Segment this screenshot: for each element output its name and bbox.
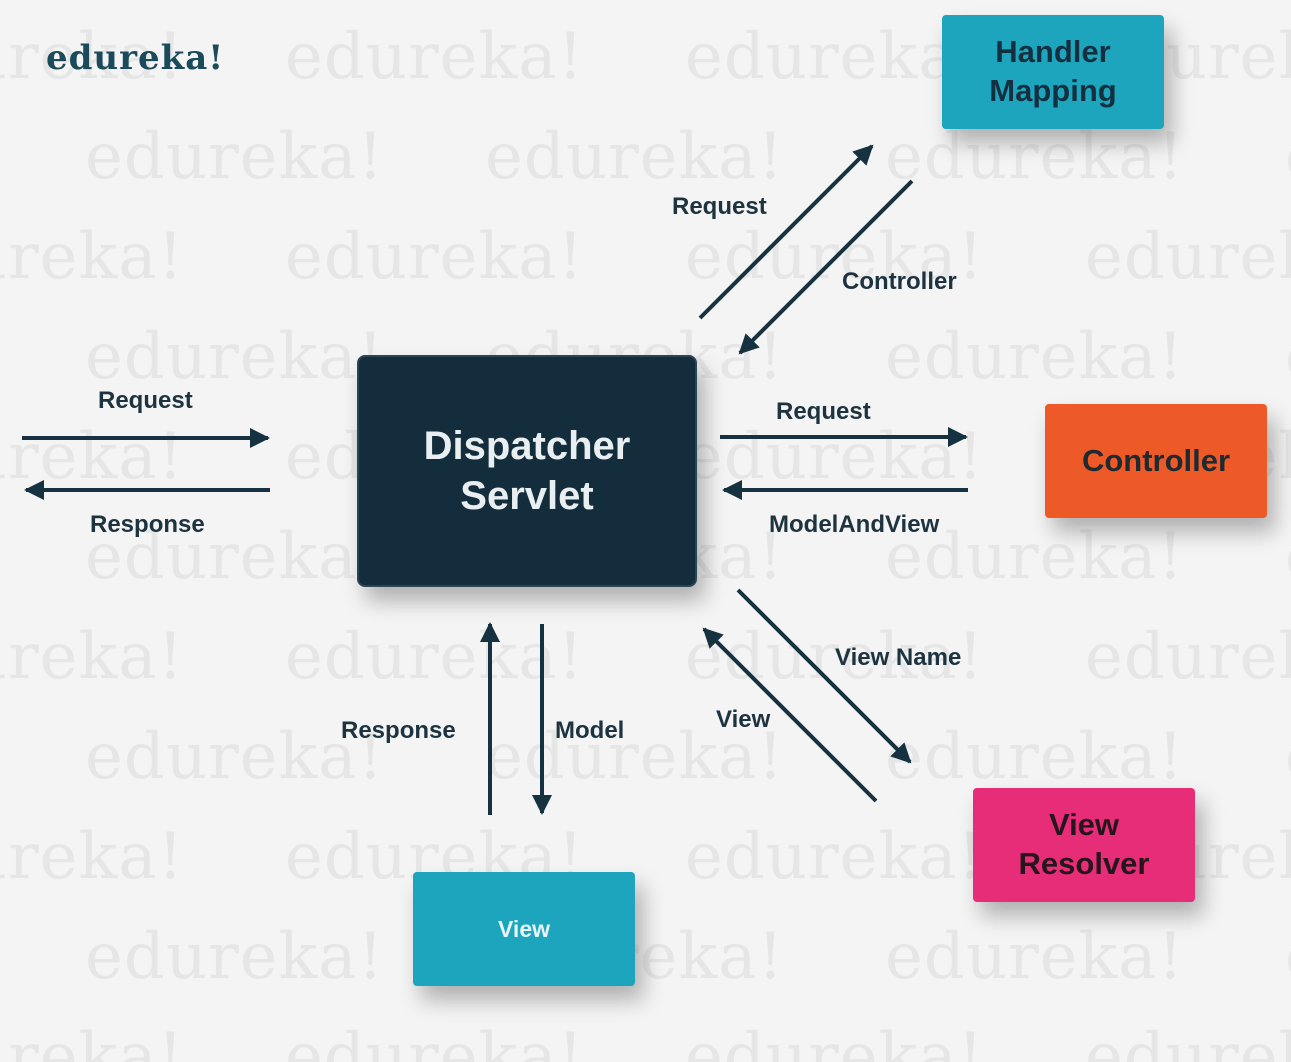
- resolver-view-label: View: [716, 706, 771, 733]
- controller-modelandview-label: ModelAndView: [769, 511, 940, 538]
- handler-mapping-node: Handler Mapping: [942, 15, 1164, 129]
- resolver-view-arrow: [702, 627, 878, 803]
- resolver-viewname-label: View Name: [835, 644, 962, 671]
- handler-request-arrow: [698, 144, 874, 320]
- controller-node: Controller: [1045, 404, 1267, 518]
- view-resolver-label: View Resolver: [1018, 807, 1150, 881]
- dispatcher-servlet-node: Dispatcher Servlet: [357, 355, 697, 587]
- view-label: View: [498, 915, 550, 942]
- view-node: View: [413, 872, 635, 986]
- resolver-viewname-arrow: [736, 588, 912, 764]
- view-resolver-node: View Resolver: [973, 788, 1195, 902]
- handler-mapping-label: Handler Mapping: [989, 34, 1117, 108]
- handler-request-label: Request: [672, 193, 767, 220]
- controller-label: Controller: [1081, 442, 1231, 478]
- client-request-label: Request: [98, 387, 193, 414]
- view-model-label: Model: [555, 717, 625, 744]
- handler-controller-arrow: [738, 179, 914, 355]
- view-response-label: Response: [341, 717, 456, 744]
- controller-request-label: Request: [776, 398, 871, 425]
- client-response-label: Response: [90, 511, 205, 538]
- handler-controller-label: Controller: [842, 268, 957, 295]
- dispatcher-servlet-label: Dispatcher Servlet: [423, 424, 631, 518]
- edureka-logo: edureka!: [46, 38, 225, 78]
